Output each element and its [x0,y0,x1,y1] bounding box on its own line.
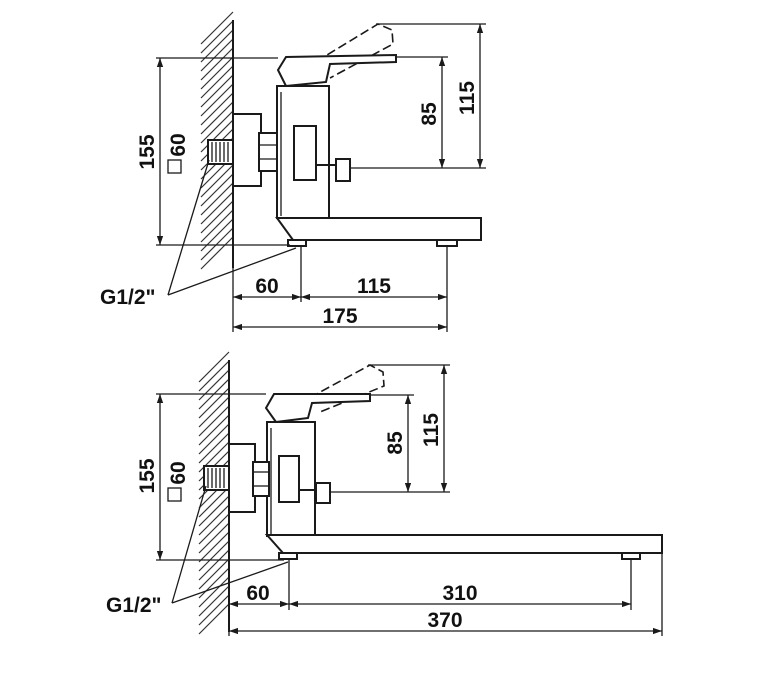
hatch-line [200,47,234,81]
hatch-line [198,513,230,545]
hatch-line [200,164,234,198]
hatch-line [200,20,234,54]
hatch-line [198,576,230,608]
hatch-line [200,11,234,45]
hatch-line [198,405,230,437]
aerator [621,552,641,560]
hatch-line [198,504,230,536]
mixer-body [266,421,316,537]
dim-label-square: 60 [167,461,190,484]
diverter-knob [315,482,331,504]
hatch-line [200,38,234,72]
dim-label-total-length: 370 [427,609,462,632]
hatch-line [200,209,234,243]
dim-label-wall-offset: 60 [255,275,278,298]
hatch-line [200,29,234,63]
dim-label-wall-offset: 60 [246,582,269,605]
wall-flange [232,113,262,187]
hatch-line [200,236,234,270]
dim-label-square: 60 [167,133,190,156]
hatch-line [198,351,230,383]
dim-label-spout-length: 310 [442,582,477,605]
dim-label-overall-height: 155 [136,134,159,169]
diverter-knob [335,158,351,182]
hatch-line [198,540,230,572]
lever-handle [264,393,371,424]
hatch-line [200,110,234,144]
hatch-line [200,56,234,90]
hatch-line [200,92,234,126]
dim-label-total-length: 175 [322,305,357,328]
diverter-housing [293,125,317,181]
hatch-line [200,200,234,234]
thread-label: G1/2" [100,286,155,309]
outlet-bottom [287,239,307,247]
hatch-line [200,218,234,252]
hatch-line [200,65,234,99]
hatch-line [198,423,230,455]
union-nut [252,461,270,497]
drawing-short-spout: 155 60 115 85 G1/2" 60 115 175 [100,11,486,332]
hatch-line [198,387,230,419]
hatch-line [198,567,230,599]
hatch-line [198,594,230,626]
hatch-line [198,558,230,590]
hatch-line [200,83,234,117]
hatch-line [200,173,234,207]
hatch-line [198,531,230,563]
dim-label-body-height: 85 [418,102,441,126]
hatch-line [200,101,234,135]
hatch-line [200,119,234,153]
dim-label-lever-height: 115 [420,413,443,447]
drawing-long-spout: 155 60 115 85 G1/2" 60 310 370 [106,351,663,636]
hatch-line [198,495,230,527]
hatch-line [198,360,230,392]
hatch-line [198,585,230,617]
hatch-line [198,603,230,635]
dim-label-overall-height: 155 [136,458,159,493]
lever-handle [276,53,397,88]
spout [264,534,663,554]
hatch-line [198,486,230,518]
hatch-line [198,396,230,428]
hatch-line [198,549,230,581]
hatch-line [198,522,230,554]
dim-label-spout-length: 115 [357,275,391,298]
outlet-bottom [278,552,298,560]
aerator [436,239,458,247]
hatch-line [200,182,234,216]
hatch-line [198,414,230,446]
diverter-housing [278,455,300,503]
spout [275,217,482,241]
hatch-line [198,432,230,464]
hatch-line [200,191,234,225]
union-nut [258,132,278,172]
dim-label-lever-height: 115 [456,81,479,115]
square-symbol [167,487,182,502]
hatch-line [200,74,234,108]
thread-label: G1/2" [106,594,161,617]
hatch-line [198,369,230,401]
hatch-line [200,227,234,261]
wall-flange [228,443,256,513]
square-symbol [167,159,182,174]
dim-label-body-height: 85 [384,431,407,455]
